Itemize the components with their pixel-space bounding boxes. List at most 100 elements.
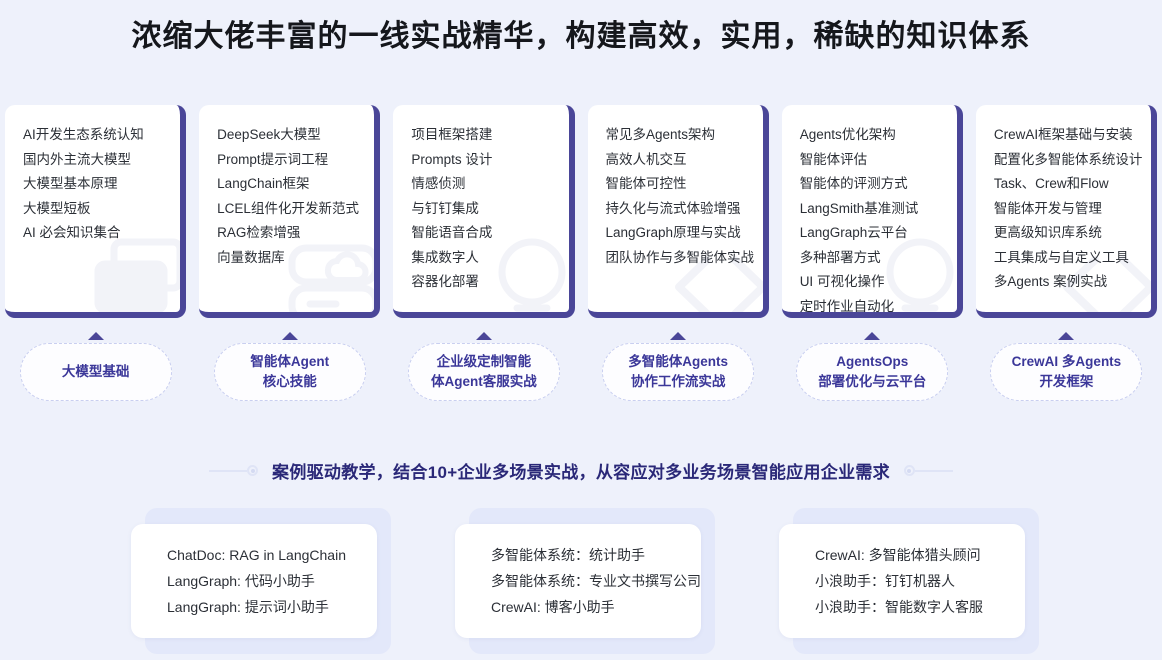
module-pill-label: 大模型基础 — [61, 364, 130, 379]
divider: 案例驱动教学，结合10+企业多场景实战，从容应对多业务场景智能应用企业需求 — [0, 458, 1162, 483]
module-topic-item: LangSmith基准测试 — [799, 200, 919, 216]
triangle-up-icon — [670, 332, 687, 340]
module-topic-item: 情感侦测 — [411, 176, 466, 191]
case-card-list: CrewAI: 多智能体猎头顾问小浪助手：钉钉机器人小浪助手：智能数字人客服 — [779, 524, 1025, 638]
module-topic-item: 更高级知识库系统 — [993, 225, 1102, 240]
module-pills-row: 大模型基础 智能体Agent 核心技能 企业级定制智能 体Agent客服实战 多智能体… — [5, 332, 1157, 418]
module-topic-item: CrewAI框架基础与安装 — [993, 127, 1133, 142]
module-pill-label: 智能体Agent 核心技能 — [250, 354, 330, 389]
module-pill-wrapper: 大模型基础 — [5, 332, 186, 418]
triangle-up-icon — [87, 332, 104, 340]
module-topic-list: CrewAI框架基础与安装配置化多智能体系统设计 Task、Crew和Flow 智能… — [994, 123, 1151, 295]
module-pill-label: 企业级定制智能 体Agent客服实战 — [431, 354, 537, 389]
module-topic-list: AI开发生态系统认知国内外主流大模型大模型基本原理大模型短板 AI 必会知识集合 — [23, 123, 180, 246]
module-topic-item: 多种部署方式 — [799, 249, 881, 265]
module-pill-label: 多智能体Agents 协作工作流实战 — [628, 354, 728, 389]
module-card[interactable]: AI开发生态系统认知国内外主流大模型大模型基本原理大模型短板 AI 必会知识集合 — [5, 105, 187, 318]
divider-ring-icon — [903, 465, 915, 476]
module-topic-item: 智能体开发与管理 — [993, 200, 1102, 216]
module-topic-item: 配置化多智能体系统设计 — [993, 151, 1143, 167]
module-pill-wrapper: CrewAI 多Agents 开发框架 — [976, 332, 1157, 418]
module-topic-item: 定时作业自动化 — [799, 298, 895, 314]
module-topic-item: 集成数字人 — [411, 249, 479, 265]
module-topic-item: Prompt提示词工程 — [217, 151, 329, 167]
case-item: 多智能体系统：统计助手 — [491, 547, 645, 563]
module-topic-item: LCEL组件化开发新范式 — [217, 200, 359, 216]
module-topic-item: Prompts 设计 — [411, 151, 493, 167]
case-item: ChatDoc: RAG in LangChain — [167, 547, 346, 563]
module-card[interactable]: 项目框架搭建 Prompts 设计情感侦测与钉钉集成智能语音合成集成数字人容器化部… — [393, 105, 575, 318]
module-topic-item: 大模型短板 — [23, 200, 91, 216]
module-topic-item: AI 必会知识集合 — [23, 225, 121, 240]
module-topic-list: Agents优化架构智能体评估智能体的评测方式 LangSmith基准测试 Lang… — [799, 123, 957, 314]
module-pill-label: AgentsOps 部署优化与云平台 — [818, 354, 927, 389]
module-pill[interactable]: 大模型基础 — [19, 343, 172, 401]
divider-line-icon — [914, 469, 953, 472]
module-topic-item: 持久化与流式体验增强 — [605, 200, 741, 216]
module-pill-wrapper: 智能体Agent 核心技能 — [199, 332, 380, 418]
case-item: LangGraph: 代码小助手 — [167, 573, 315, 589]
case-item: 小浪助手：钉钉机器人 — [815, 573, 955, 589]
module-topic-list: 项目框架搭建 Prompts 设计情感侦测与钉钉集成智能语音合成集成数字人容器化部… — [411, 123, 568, 295]
module-topic-item: 智能语音合成 — [411, 225, 493, 240]
divider-line-icon — [209, 469, 248, 472]
divider-decoration-right — [903, 465, 953, 476]
module-topic-item: 容器化部署 — [411, 274, 479, 289]
triangle-up-icon — [281, 332, 298, 340]
module-topic-item: 大模型基本原理 — [23, 176, 118, 191]
module-topic-item: RAG检索增强 — [217, 225, 301, 240]
module-topic-item: 多Agents 案例实战 — [993, 274, 1108, 289]
module-topic-item: 向量数据库 — [217, 249, 285, 265]
divider-ring-icon — [247, 465, 259, 476]
module-topic-item: 高效人机交互 — [605, 151, 687, 167]
module-topic-item: 国内外主流大模型 — [23, 151, 131, 167]
module-topic-item: LangGraph原理与实战 — [605, 225, 741, 240]
case-item: 小浪助手：智能数字人客服 — [815, 599, 983, 615]
case-card[interactable]: 多智能体系统：统计助手多智能体系统：专业文书撰写公司 CrewAI: 博客小助手 — [455, 508, 715, 654]
case-item: CrewAI: 博客小助手 — [491, 599, 615, 615]
module-pill-wrapper: AgentsOps 部署优化与云平台 — [782, 332, 963, 418]
module-topic-item: 工具集成与自定义工具 — [993, 249, 1129, 265]
case-card[interactable]: CrewAI: 多智能体猎头顾问小浪助手：钉钉机器人小浪助手：智能数字人客服 — [779, 508, 1039, 654]
module-topic-item: LangGraph云平台 — [799, 225, 908, 240]
module-pill-label: CrewAI 多Agents 开发框架 — [1011, 354, 1122, 389]
module-card[interactable]: Agents优化架构智能体评估智能体的评测方式 LangSmith基准测试 Lang… — [781, 105, 963, 318]
chat-question-icon — [94, 238, 181, 312]
module-pill[interactable]: CrewAI 多Agents 开发框架 — [990, 343, 1143, 401]
module-topic-item: Task、Crew和Flow — [993, 176, 1109, 191]
module-pill[interactable]: AgentsOps 部署优化与云平台 — [796, 343, 949, 401]
module-topic-item: UI 可视化操作 — [799, 274, 885, 289]
module-topic-item: Agents优化架构 — [799, 127, 896, 142]
module-topic-item: 智能体评估 — [799, 151, 868, 167]
module-pill-wrapper: 企业级定制智能 体Agent客服实战 — [393, 332, 574, 418]
case-card-list: 多智能体系统：统计助手多智能体系统：专业文书撰写公司 CrewAI: 博客小助手 — [455, 524, 701, 638]
triangle-up-icon — [475, 332, 492, 340]
module-topic-item: AI开发生态系统认知 — [23, 127, 144, 142]
module-pill-wrapper: 多智能体Agents 协作工作流实战 — [588, 332, 769, 418]
case-item: LangGraph: 提示词小助手 — [167, 599, 329, 615]
module-topic-item: 团队协作与多智能体实战 — [605, 249, 755, 265]
module-pill[interactable]: 多智能体Agents 协作工作流实战 — [602, 343, 755, 401]
case-item: CrewAI: 多智能体猎头顾问 — [815, 547, 981, 563]
divider-decoration-left — [209, 465, 259, 476]
module-topic-item: 与钉钉集成 — [411, 200, 479, 216]
module-topic-item: 常见多Agents架构 — [605, 127, 716, 142]
module-topic-item: 智能体的评测方式 — [799, 176, 908, 191]
module-pill[interactable]: 企业级定制智能 体Agent客服实战 — [407, 343, 560, 401]
module-topic-item: LangChain框架 — [217, 176, 310, 191]
page-title: 浓缩大佬丰富的一线实战精华，构建高效，实用，稀缺的知识体系 — [131, 20, 1031, 53]
module-card[interactable]: CrewAI框架基础与安装配置化多智能体系统设计 Task、Crew和Flow 智能… — [975, 105, 1158, 318]
module-pill[interactable]: 智能体Agent 核心技能 — [213, 343, 366, 401]
triangle-up-icon — [1058, 332, 1075, 340]
module-topic-item: 项目框架搭建 — [411, 127, 493, 142]
case-item: 多智能体系统：专业文书撰写公司 — [491, 573, 701, 589]
